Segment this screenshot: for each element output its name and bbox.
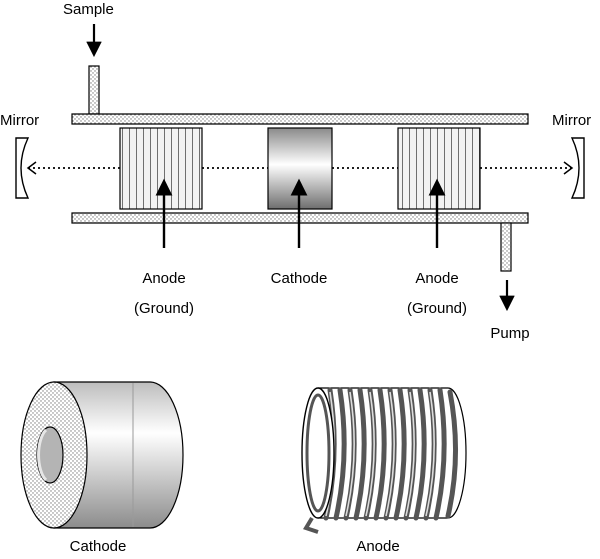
top-wall (71, 113, 529, 125)
cathode-cylinder-illustration (20, 381, 184, 529)
cathode-bottom-label: Cathode (70, 538, 127, 554)
anode-left-label-1: Anode (142, 270, 185, 287)
anode-bottom-label: Anode (356, 538, 399, 554)
anode-right-block (397, 127, 481, 210)
mirror-left-label: Mirror (0, 112, 39, 129)
sample-label: Sample (63, 1, 114, 18)
sample-inlet-tube (88, 65, 100, 115)
anode-coil-illustration (301, 387, 467, 534)
pointer-arrows (155, 178, 515, 312)
anode-left-label-2: (Ground) (134, 300, 194, 317)
cathode-center-label: Cathode (271, 270, 328, 287)
anode-left-block (119, 127, 203, 210)
anode-right-label-2: (Ground) (407, 300, 467, 317)
optical-axis (26, 161, 574, 175)
mirror-right-label: Mirror (552, 112, 591, 129)
mirror-left (15, 137, 30, 199)
mirror-right (570, 137, 585, 199)
pump-outlet-tube (500, 222, 512, 272)
pump-label: Pump (490, 325, 529, 342)
anode-right-label-1: Anode (415, 270, 458, 287)
